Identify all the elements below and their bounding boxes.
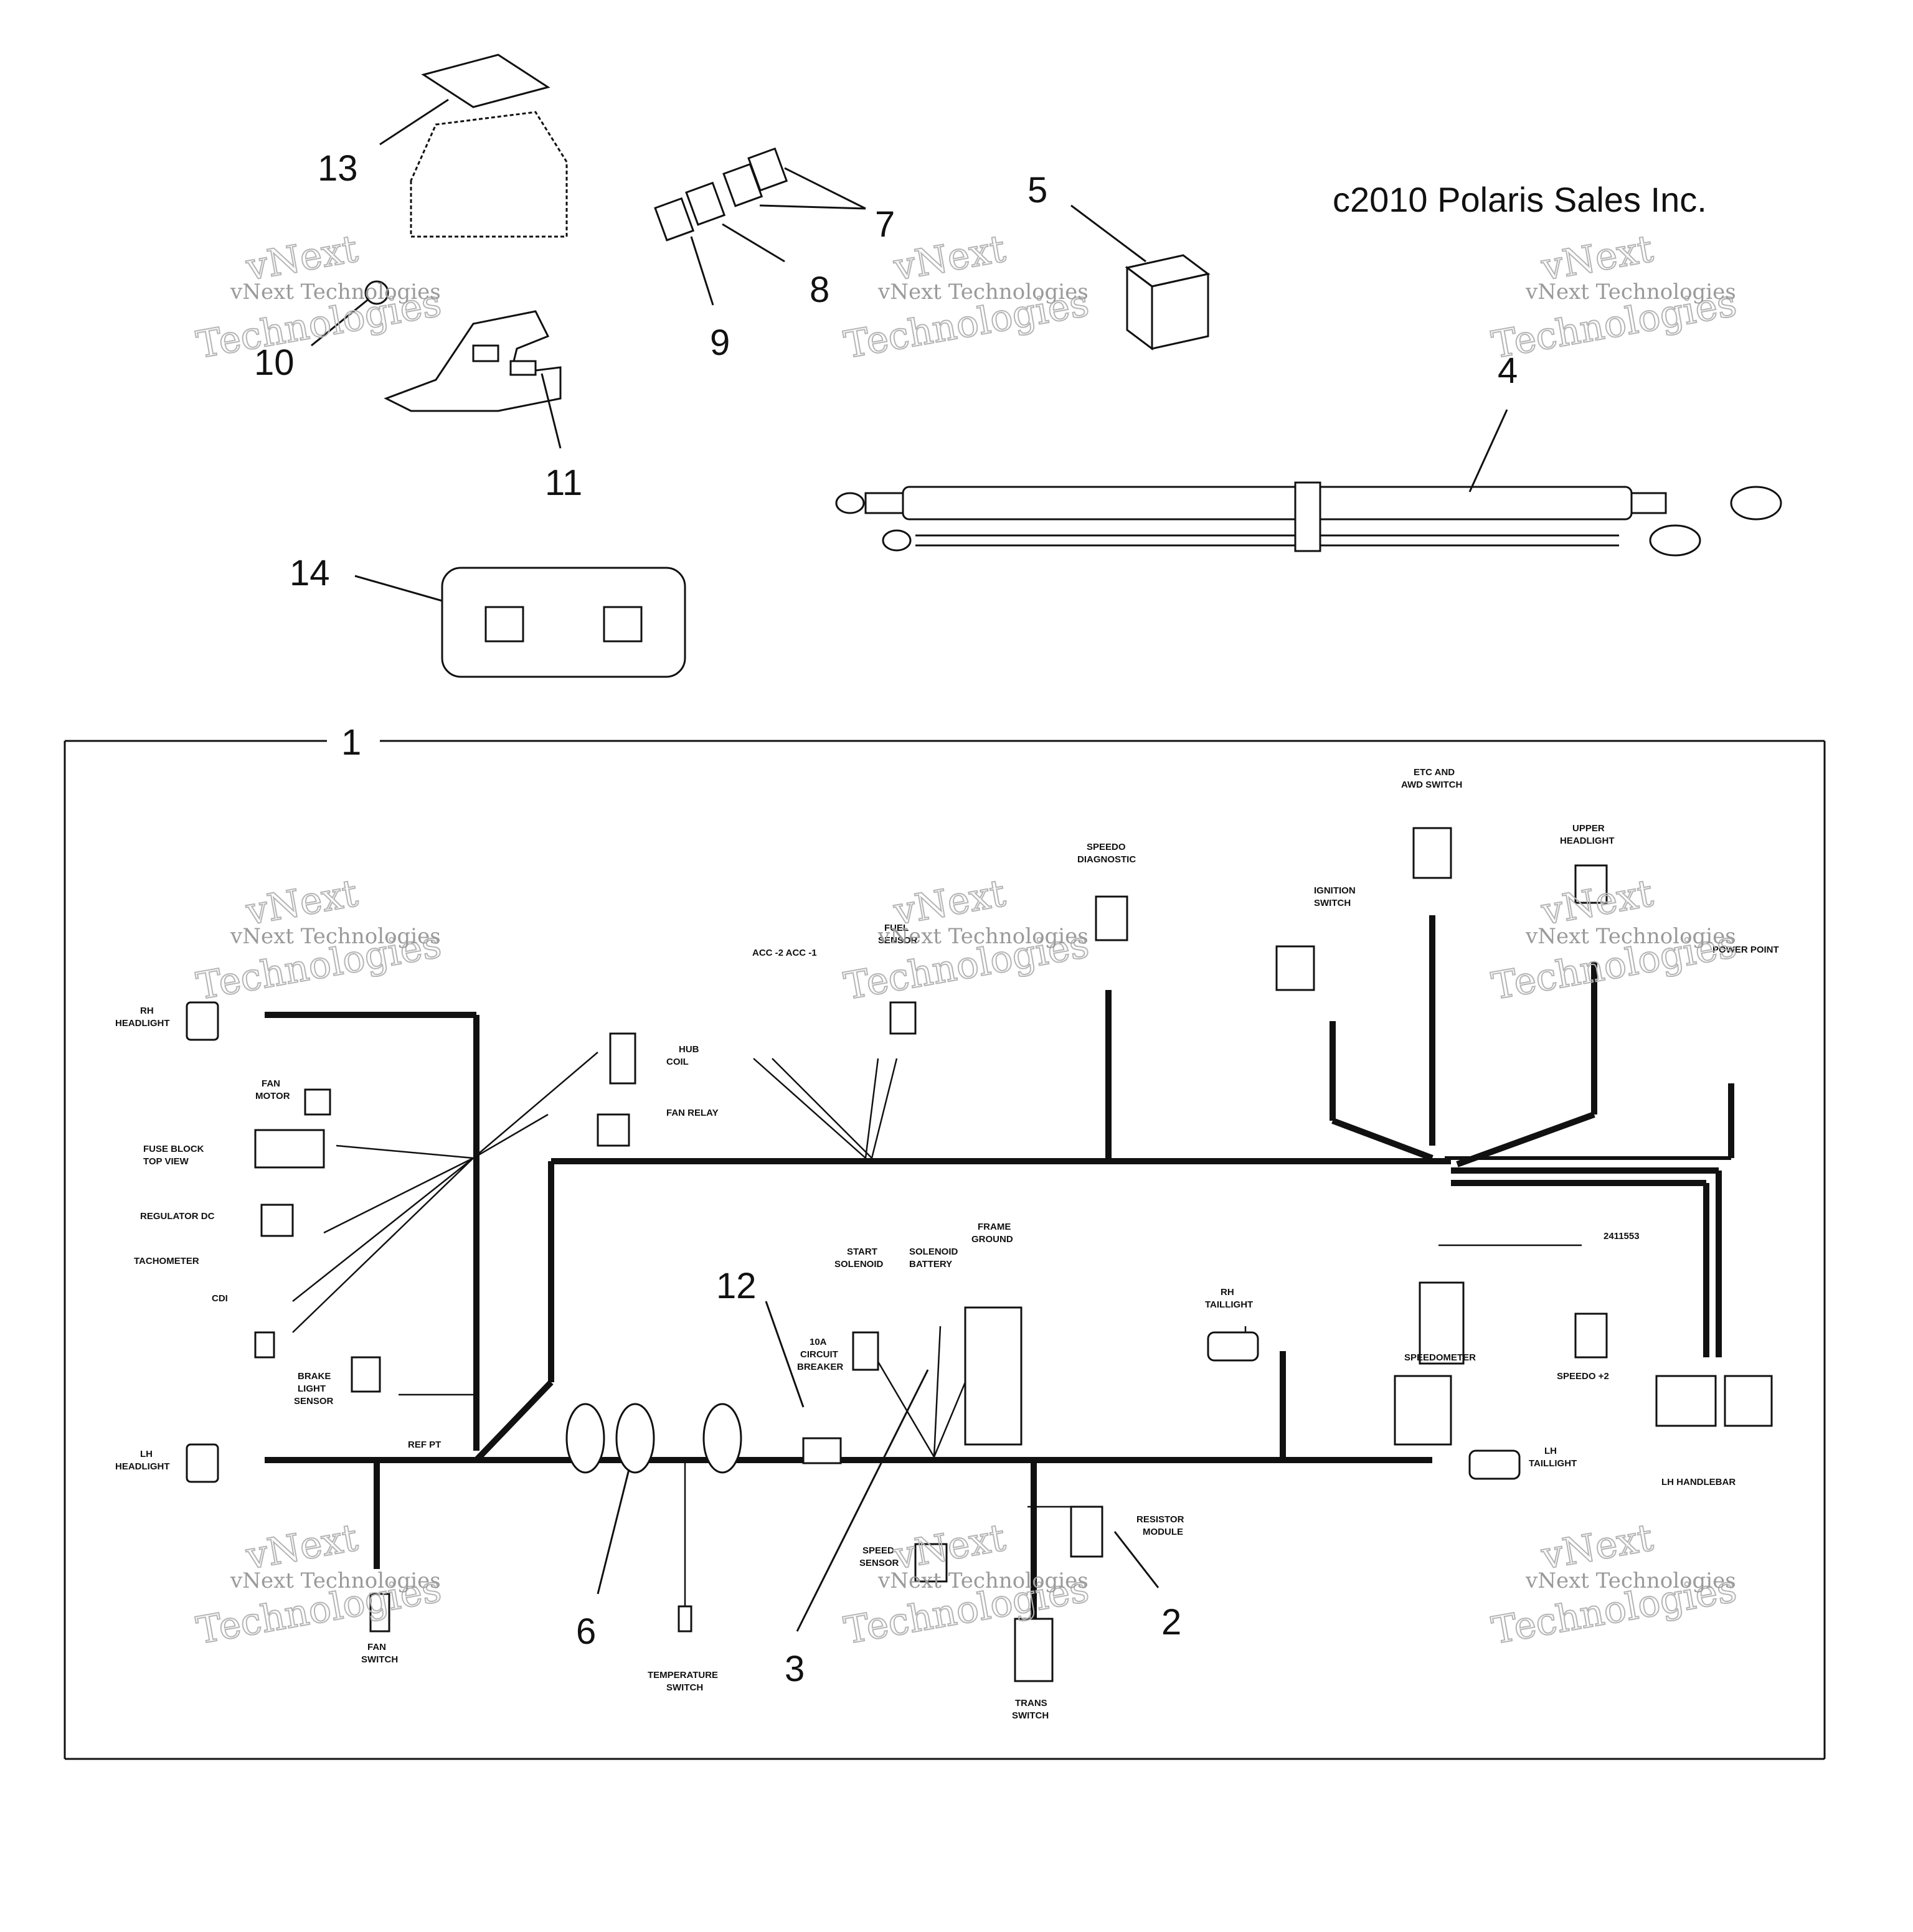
cdi-label: CDI [212,1293,228,1304]
callout-3: 3 [785,1649,805,1689]
brake-light-label-2: LIGHT [298,1383,326,1394]
brake-light-label: BRAKE [298,1371,331,1382]
callout-10: 10 [254,342,295,383]
etc-awd-label: ETC AND [1414,767,1455,778]
svg-text:vNext Technologies: vNext Technologies [877,1568,1089,1593]
callout-6: 6 [576,1611,596,1652]
trans-switch-label-2: SWITCH [1012,1710,1049,1721]
fan-motor-label: FAN [262,1078,280,1089]
rh-taillight-label: RH [1221,1287,1234,1298]
fuel-sensor-label-2: SENSOR [878,935,918,946]
callout-9: 9 [710,323,730,363]
circuit-breaker-label-2: CIRCUIT [800,1349,838,1360]
brake-light-label-3: SENSOR [294,1396,334,1407]
trans-switch-label: TRANS [1015,1698,1047,1708]
solenoid-battery-label: SOLENOID [909,1246,958,1257]
start-solenoid-label: START [847,1246,877,1257]
callout-1: 1 [341,722,361,763]
part-7-8-9-fuses [654,147,866,306]
etc-awd-label-2: AWD SWITCH [1401,780,1462,790]
speed-sensor-label: SPEED [862,1545,894,1556]
lh-taillight-label: LH [1544,1446,1557,1456]
ignition-label: IGNITION [1314,885,1356,896]
harness-callouts [597,1301,1160,1632]
temperature-switch-label: TEMPERATURE [648,1670,718,1680]
part-5-relay [1070,204,1211,351]
lh-handlebar-label: LH HANDLEBAR [1661,1477,1736,1487]
fan-switch-label: FAN [367,1642,386,1652]
tachometer-label: TACHOMETER [134,1256,199,1266]
hub-coil-label: HUB [679,1044,699,1055]
part-14-cover [354,567,686,678]
speed-sensor-label-2: SENSOR [859,1558,899,1568]
part-4-battery-cables [835,409,1782,557]
solenoid-battery-label-2: BATTERY [909,1259,952,1270]
acc-label: ACC -2 ACC -1 [752,948,817,958]
rh-headlight-label: RH [140,1006,154,1016]
callout-11: 11 [545,463,582,503]
svg-text:vNext Technologies: vNext Technologies [1525,924,1736,949]
svg-text:vNext Technologies: vNext Technologies [230,1568,441,1593]
harness-branches [292,1052,1582,1606]
speedo-diagnostic-label: SPEEDO [1087,842,1126,852]
temperature-switch-label-2: SWITCH [666,1682,703,1693]
fuse-block-label: FUSE BLOCK [143,1144,204,1154]
resistor-module-label: RESISTOR [1136,1514,1184,1525]
svg-text:vNext Technologies: vNext Technologies [230,924,441,949]
svg-text:vNext Technologies: vNext Technologies [877,280,1089,304]
callout-13: 13 [318,148,358,189]
speedometer-label: SPEEDOMETER [1404,1352,1476,1363]
fan-relay-label: FAN RELAY [666,1108,719,1118]
harness-trunks [265,915,1734,1619]
part-11-bracket [384,310,562,449]
ref-pt-label: REF PT [408,1440,441,1450]
power-point-label: POWER POINT [1712,945,1779,955]
copyright: c2010 Polaris Sales Inc. [1333,180,1707,219]
frame-ground-label: FRAME [978,1222,1011,1232]
speedo-diagnostic-label-2: DIAGNOSTIC [1077,854,1136,865]
fuse-block-label-2: TOP VIEW [143,1156,189,1167]
svg-text:vNext Technologies: vNext Technologies [230,280,441,304]
harness-frame [64,740,1826,1760]
circuit-breaker-label-3: BREAKER [797,1362,843,1372]
frame-ground-label-2: GROUND [971,1234,1013,1245]
resistor-module-label-2: MODULE [1143,1527,1183,1537]
part-number-label: 2411553 [1604,1231,1640,1242]
callout-5: 5 [1027,170,1047,210]
callout-7: 7 [875,204,895,245]
fuel-sensor-label: FUEL [884,923,909,933]
callout-12: 12 [716,1266,757,1306]
callout-14: 14 [290,553,330,593]
callout-4: 4 [1498,351,1518,391]
svg-text:vNext Technologies: vNext Technologies [1525,280,1736,304]
fan-motor-label-2: MOTOR [255,1091,290,1101]
harness-label-group: RH HEADLIGHT LH HEADLIGHT FAN MOTOR FUSE… [115,767,1779,1721]
callout-2: 2 [1161,1602,1181,1642]
svg-text:vNext Technologies: vNext Technologies [1525,1568,1736,1593]
upper-headlight-label: UPPER [1572,823,1605,834]
callout-8: 8 [810,270,829,310]
rh-headlight-label-2: HEADLIGHT [115,1018,170,1029]
hub-coil-label-2: COIL [666,1057,689,1067]
lh-headlight-label: LH [140,1449,153,1459]
rh-taillight-label-2: TAILLIGHT [1205,1299,1253,1310]
speedo2-label: SPEEDO +2 [1557,1371,1609,1382]
fan-switch-label-2: SWITCH [361,1654,398,1665]
part-10-screw [311,280,389,347]
lh-headlight-label-2: HEADLIGHT [115,1461,170,1472]
start-solenoid-label-2: SOLENOID [834,1259,884,1270]
upper-headlight-label-2: HEADLIGHT [1560,836,1615,846]
circuit-breaker-label: 10A [810,1337,827,1347]
svg-text:vNext Technologies: vNext Technologies [877,924,1089,949]
regulator-label: REGULATOR DC [140,1211,215,1222]
harness-components [186,827,1773,1682]
part-13-fuse-box [379,54,568,238]
lh-taillight-label-2: TAILLIGHT [1529,1458,1577,1469]
ignition-label-2: SWITCH [1314,898,1351,908]
